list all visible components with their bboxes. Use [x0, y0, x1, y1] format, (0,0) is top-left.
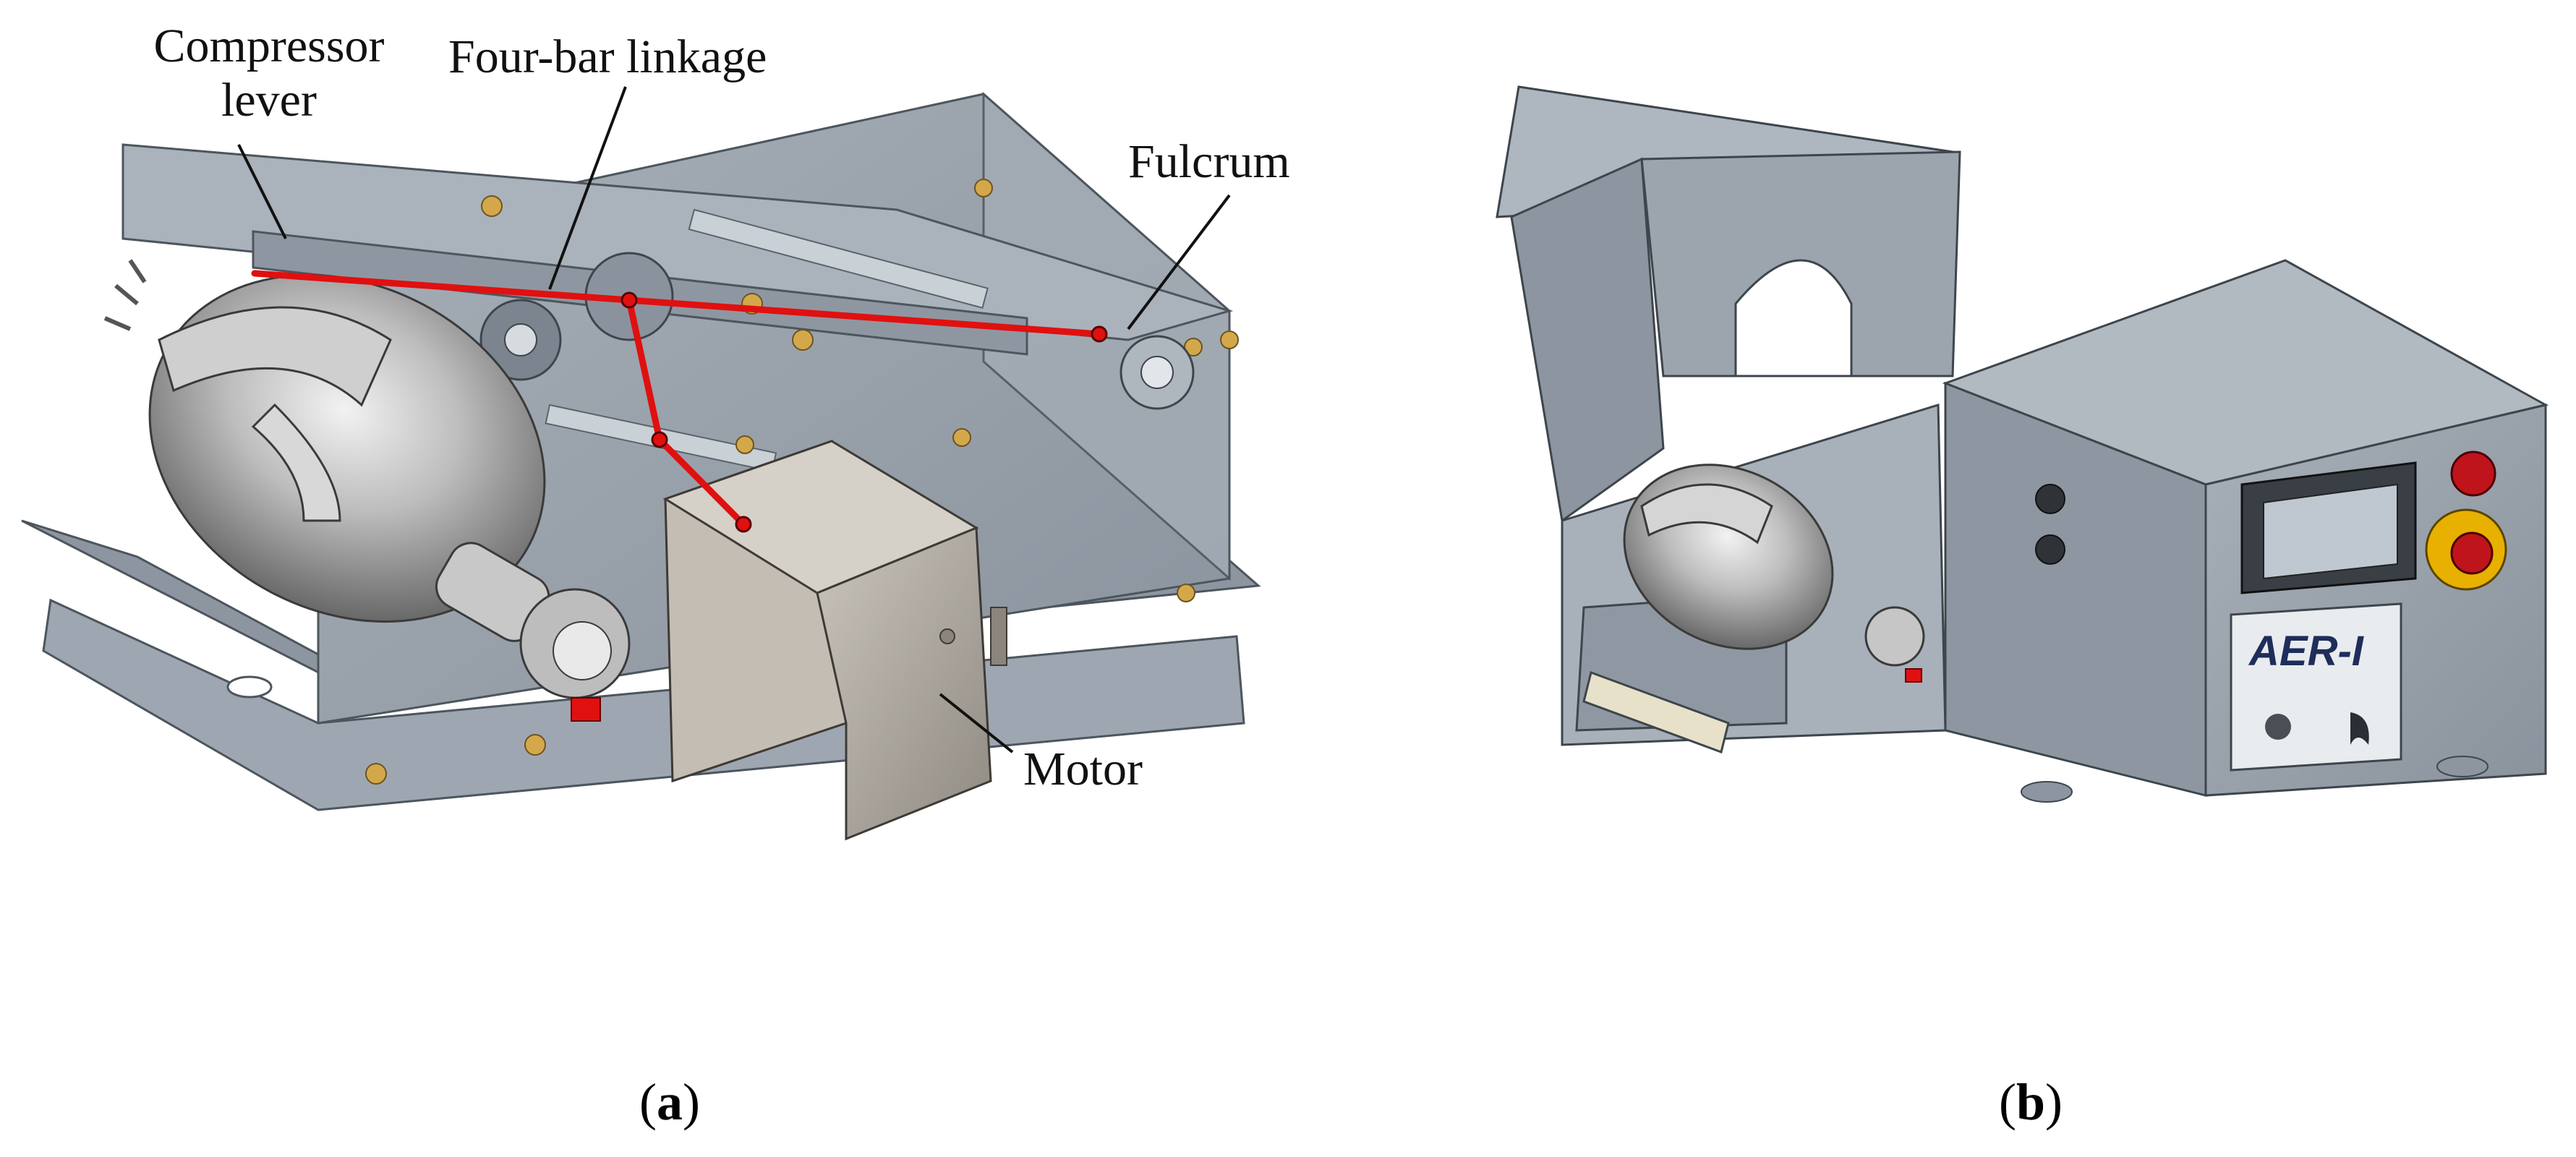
- pivot-disc-left-inner: [504, 323, 537, 357]
- motor-bolt: [939, 628, 955, 644]
- red-tag-b: [1905, 668, 1922, 683]
- brand-text: AER-I: [2248, 628, 2365, 675]
- leader-lines: [237, 86, 1231, 753]
- bag-valve-core: [553, 621, 612, 680]
- label-motor: Motor: [1023, 743, 1143, 795]
- joint-motor: [735, 516, 752, 533]
- base-plate-front: [42, 598, 1245, 811]
- label-four-bar: Four-bar linkage: [448, 30, 767, 83]
- foot-right: [2436, 756, 2488, 777]
- bag-strap-b: [1640, 483, 1773, 545]
- leader-fulcrum: [1127, 194, 1231, 330]
- label-fulcrum: Fulcrum: [1128, 135, 1290, 188]
- plate-logo-left: [2265, 714, 2291, 740]
- hood-cutout: [1734, 259, 1853, 377]
- plate-logo-right: [2350, 712, 2369, 745]
- leader-compressor: [237, 144, 287, 239]
- base-hole: [226, 675, 273, 699]
- shaft-upper: [688, 208, 989, 309]
- caption-b: (b): [1999, 1073, 2063, 1131]
- label-compressor-line2: lever: [221, 74, 317, 127]
- caption-b-close: ): [2045, 1073, 2063, 1131]
- caption-b-open: (: [1999, 1073, 2016, 1131]
- bag-valve-b: [1864, 606, 1925, 667]
- touch-screen: [2263, 483, 2398, 580]
- caption-a-close: ): [683, 1073, 700, 1131]
- cradle-rail: [1582, 671, 1730, 753]
- caption-a-letter: a: [657, 1073, 683, 1131]
- bag-strap-lower: [251, 403, 341, 522]
- motor-body: [816, 526, 992, 841]
- label-compressor-line1: Compressor: [154, 20, 385, 72]
- panel-b: AER-I (b): [1496, 85, 2549, 1131]
- motor-connector: [990, 607, 1007, 666]
- bag-end-spikes: [103, 259, 147, 331]
- red-tag: [571, 697, 601, 722]
- fulcrum-bearing-inner: [1140, 356, 1174, 389]
- joint-mid: [651, 431, 668, 448]
- hood-side: [1510, 157, 1665, 523]
- side-port-lower: [2035, 534, 2065, 565]
- panel-a: Compressor lever Four-bar linkage Fulcru…: [21, 20, 1290, 1131]
- foot-left: [2021, 781, 2073, 803]
- joint-fulcrum: [1091, 325, 1108, 343]
- red-button: [2450, 451, 2496, 497]
- joint-main: [620, 291, 638, 309]
- caption-a: (a): [639, 1073, 700, 1131]
- linkage-joints: [620, 291, 1108, 533]
- leader-motor: [939, 693, 1014, 753]
- leader-four-bar: [548, 86, 627, 290]
- caption-b-letter: b: [2016, 1073, 2045, 1131]
- bag-strap: [158, 306, 392, 407]
- caption-a-open: (: [639, 1073, 657, 1131]
- side-port-upper: [2035, 484, 2065, 514]
- emergency-stop-button: [2450, 531, 2494, 575]
